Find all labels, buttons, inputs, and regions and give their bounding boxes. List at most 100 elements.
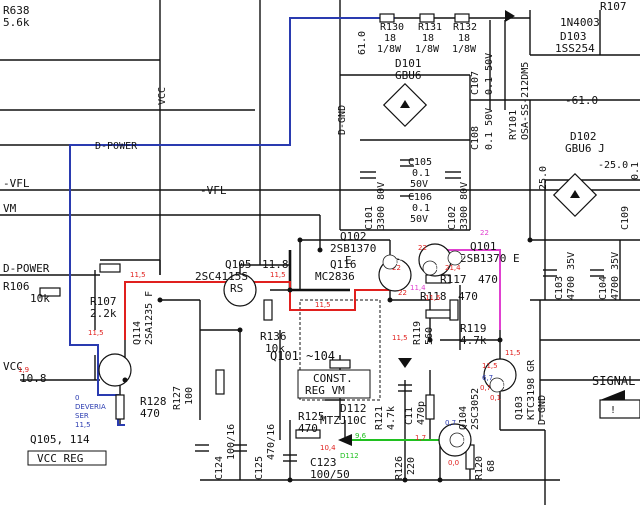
label-r118-val: 470 — [458, 290, 478, 303]
label-r125: R125 — [298, 410, 325, 423]
label-q116: Q116 — [330, 258, 357, 271]
note-mag-11-4: 11,4 — [410, 284, 426, 292]
label-q102-part: 2SB1370 — [330, 242, 376, 255]
label-r131-val: 18 — [422, 33, 434, 44]
label-q101-part: 2SB1370 E — [460, 252, 520, 265]
label-r128: R128 — [140, 395, 167, 408]
label-r117-val: 470 — [478, 273, 498, 286]
label-c123: C123 — [310, 456, 337, 469]
label-c103-val: 4700 35V — [566, 252, 577, 300]
label-r107: R107 — [90, 295, 117, 308]
label-r131: R131 — [418, 22, 442, 33]
label-c109: C109 — [620, 206, 631, 230]
label-r638: R638 — [3, 4, 30, 17]
label-q116-part: MC2836 — [315, 270, 355, 283]
note-blue-0: 0 — [75, 394, 79, 402]
note-red-10-4: 10,4 — [320, 444, 336, 452]
label-vfl-mid: -VFL — [200, 184, 227, 197]
label-r136: R136 — [260, 330, 287, 343]
tp-q101: Q101 — [449, 254, 468, 262]
label-d112: D112 — [340, 402, 367, 415]
label-11-8: 11.8 — [262, 258, 289, 271]
label-c125-val: 470/16 — [266, 424, 277, 460]
label-r118: R118 — [420, 290, 447, 303]
label-c105: C105 — [408, 157, 432, 168]
label-ry101-part: OSA-SS-212DM5 — [520, 62, 531, 140]
label-const-2: REG VM — [305, 384, 345, 397]
label-q114-part: 2SA1235 F — [144, 291, 155, 345]
note-red-22-c: 22 — [398, 289, 407, 297]
label-q104: Q104 — [458, 406, 469, 430]
note-red-11-5-a: 11,5 — [130, 271, 146, 279]
label-c11: C11 — [404, 407, 415, 425]
label-ry101: RY101 — [508, 110, 519, 140]
label-r127: R127 — [172, 386, 183, 410]
note-blue-3: 11,5 — [75, 421, 91, 429]
label-c101: C101 — [364, 206, 375, 230]
label-c106: C106 — [408, 192, 432, 203]
label-d102: D102 — [570, 130, 597, 143]
label-c107: C107 — [470, 71, 481, 95]
label-c123-val: 100/50 — [310, 468, 350, 481]
label-r130-val: 18 — [384, 33, 396, 44]
label-r638-val: 5.6k — [3, 16, 30, 29]
label-61: 61.0 — [357, 31, 368, 55]
label-q105-part: 2SC4115S — [195, 270, 248, 283]
note-red-1-9: 1,9 — [18, 366, 29, 374]
label-vfl-left: -VFL — [3, 177, 30, 190]
label-c103: C103 — [554, 276, 565, 300]
label-q101: Q101 — [470, 240, 497, 253]
label-d-power-left: D-POWER — [3, 262, 50, 275]
annotation-traces — [69, 17, 501, 441]
label-r128-val: 470 — [140, 407, 160, 420]
label-q105-rank: RS — [230, 282, 243, 295]
label-r119b-val: 560 — [424, 327, 435, 345]
label-d-power-bus: D-POWER — [95, 141, 138, 152]
label-c109-val: 0.1 — [630, 162, 640, 180]
note-red-11-5-f: 11,5 — [425, 294, 441, 302]
label-signal: SIGNAL — [592, 374, 635, 388]
label-r121: R121 — [374, 406, 385, 430]
label-r117: R117 — [440, 273, 467, 286]
label-vcc-left-val: 10.8 — [20, 372, 47, 385]
label-d102-part: GBU6 J — [565, 142, 605, 155]
label-q102: Q102 — [340, 230, 367, 243]
label-r106-val: 10k — [30, 292, 50, 305]
label-c101-val: 3300 80V — [376, 182, 387, 230]
label-r127-val: 100 — [184, 387, 195, 405]
label-const-1: CONST. — [313, 372, 353, 385]
label-r107-val: 2.2k — [90, 307, 117, 320]
label-c108-val: 0.1 50V — [484, 108, 495, 150]
label-c105-v: 50V — [410, 179, 428, 190]
label-c124: C124 — [214, 456, 225, 480]
label-c11-val: 470p — [416, 401, 427, 425]
label-vm-left: VM — [3, 202, 17, 215]
note-blue-2: SER — [75, 412, 89, 420]
label-d107-val: 1N4003 — [560, 16, 600, 29]
label-r130: R130 — [380, 22, 404, 33]
label-d101-part: GBU6 — [395, 69, 422, 82]
resistors — [39, 13, 475, 470]
diode-d103 — [505, 10, 515, 22]
note-red-11-5-c: 11,5 — [315, 301, 331, 309]
handwritten-notes: 11,5 11,5 11,5 11,5 11,5 1,9 22 22 22 22… — [18, 229, 521, 467]
label-r132-w: 1/8W — [452, 44, 477, 55]
label-r120: R120 — [474, 456, 485, 480]
note-red-21-4: 21,4 — [445, 264, 461, 272]
note-red-0-7: 0,7 — [480, 384, 491, 392]
component-labels: R638 5.6k R107 1N4003 R130 R131 R132 18 … — [3, 0, 640, 481]
label-c105-val: 0.1 — [412, 168, 430, 179]
label-q103: Q103 — [514, 396, 525, 420]
label-r119-val: 4.7k — [460, 334, 487, 347]
note-blue-1: DEVERIA — [75, 403, 106, 411]
label-d103: D103 — [560, 30, 587, 43]
label-q114: Q114 — [132, 321, 143, 345]
junctions — [122, 237, 533, 483]
label-d103-part: 1SS254 — [555, 42, 595, 55]
bridges — [338, 10, 598, 446]
label-dgnd-vert: D-GND — [337, 105, 348, 135]
label-c106-val: 0.1 — [412, 203, 430, 214]
vcc-reg-box — [27, 450, 107, 466]
label-vcc-vert: VCC — [157, 87, 168, 105]
label-d112-part: MTZJ10C — [320, 414, 366, 427]
